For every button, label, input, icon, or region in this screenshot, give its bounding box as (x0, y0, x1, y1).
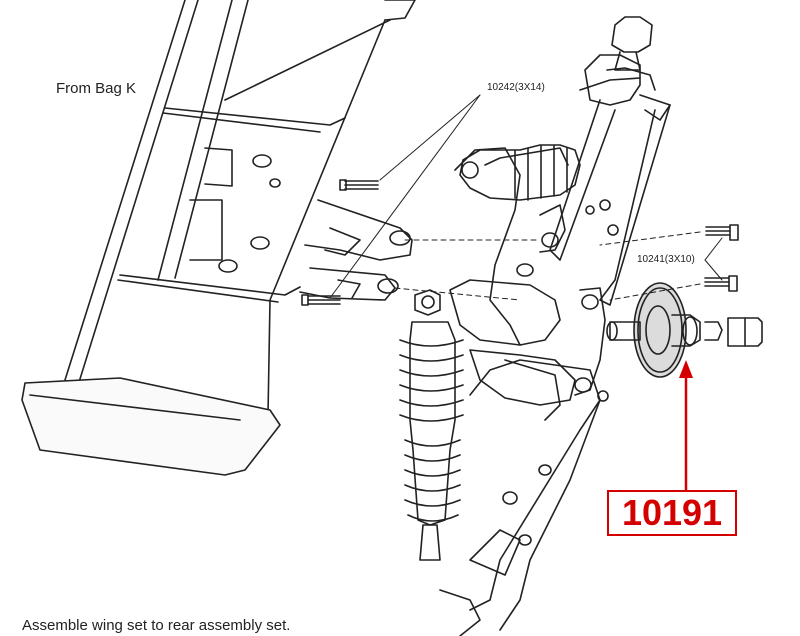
spur-gear-assembly (606, 282, 763, 378)
callout-arrow (679, 360, 693, 490)
wing-mount (299, 199, 413, 301)
screw-upper-label: 10242(3X14) (487, 82, 545, 93)
part-number-callout: 10191 (607, 490, 737, 536)
lower-arm (439, 359, 601, 636)
upper-shock (459, 144, 581, 201)
source-bag-label: From Bag K (56, 80, 137, 97)
leader-lines (329, 94, 723, 299)
guide-lines (394, 231, 701, 301)
rear-wing (21, 0, 416, 476)
screw-lower-label: 10241(3X10) (637, 254, 695, 265)
hub-carrier (606, 16, 656, 91)
lower-shock (399, 289, 464, 561)
upper-arm (549, 54, 671, 306)
screws (301, 179, 739, 306)
assembly-caption: Assemble wing set to rear assembly set. (22, 617, 291, 634)
